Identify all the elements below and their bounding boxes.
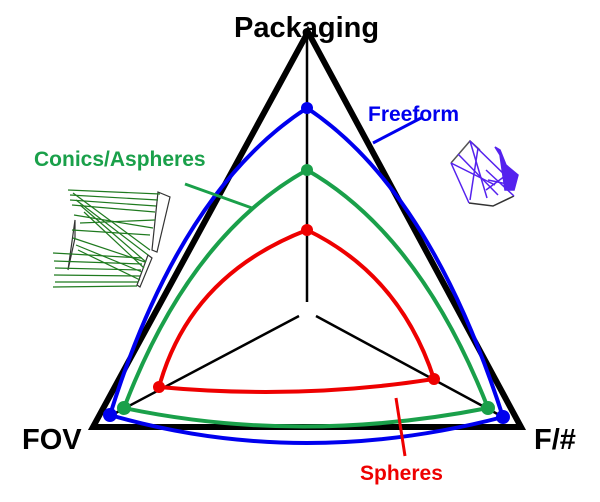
spheres-leader-line <box>394 397 407 457</box>
conics-optical-layout-icon <box>52 189 171 288</box>
conics-curve <box>121 167 491 429</box>
conics-points <box>117 164 495 415</box>
spheres-curve <box>156 227 437 394</box>
series-label-freeform: Freeform <box>368 103 460 126</box>
freeform-points <box>103 102 510 424</box>
axis-label-fov: FOV <box>22 424 82 456</box>
spheres-points <box>153 224 440 393</box>
series-label-spheres: Spheres <box>360 462 443 485</box>
series-label-conics-aspheres: Conics/Aspheres <box>34 148 206 171</box>
freeform-curve <box>107 105 506 445</box>
axis-label-packaging: Packaging <box>234 12 380 44</box>
freeform-optical-layout-icon <box>450 139 519 207</box>
conics-leader-line <box>184 182 253 210</box>
axis-label-f-number: F/# <box>534 424 576 456</box>
freeform-leader-line <box>372 116 422 145</box>
